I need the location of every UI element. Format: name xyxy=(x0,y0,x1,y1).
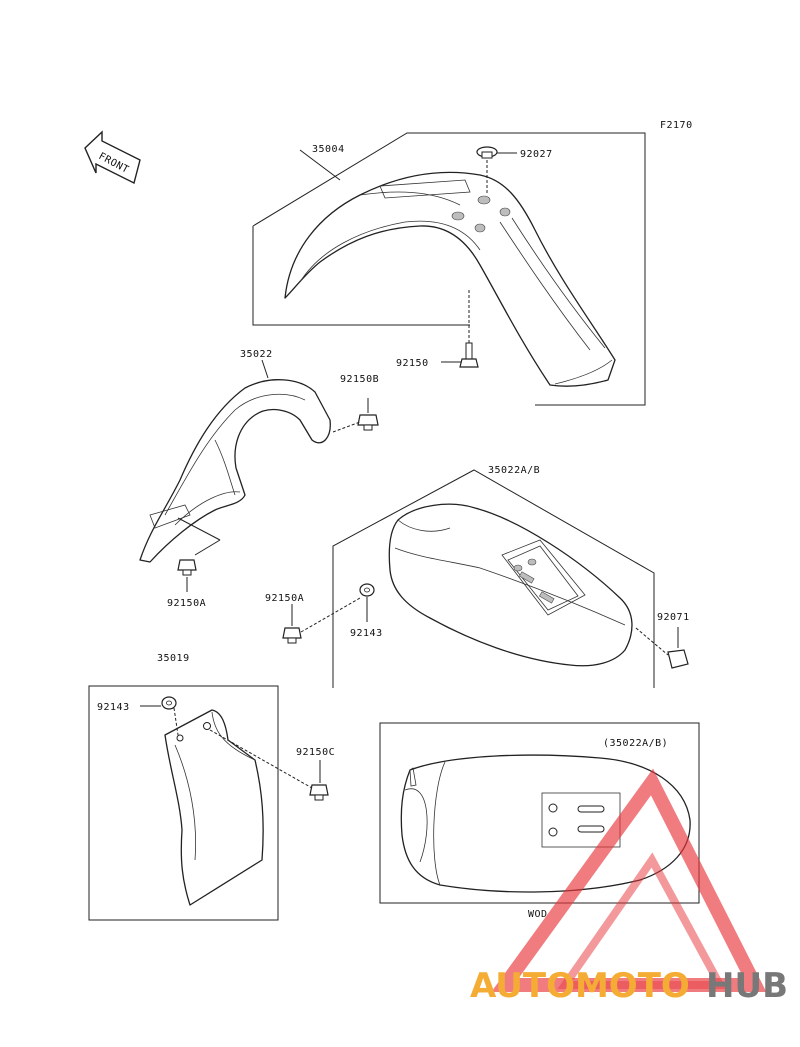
washer-icon xyxy=(161,696,177,710)
part-label-92150A-upper: 92150A xyxy=(167,598,206,609)
inset-box xyxy=(379,722,700,904)
inset-sub-label: WOD xyxy=(528,909,548,920)
box-line xyxy=(332,469,655,688)
part-label-92150C: 92150C xyxy=(296,747,335,758)
box-line xyxy=(252,132,646,406)
bolt-icon xyxy=(459,342,479,368)
grommet-icon xyxy=(476,146,498,159)
part-label-92150: 92150 xyxy=(396,358,429,369)
front-arrow-icon: FRONT xyxy=(84,130,141,185)
inset-caption: (35022A/B) xyxy=(603,738,668,749)
bolt-icon xyxy=(309,784,329,801)
mud-flap xyxy=(164,709,264,906)
part-label-92150B: 92150B xyxy=(340,374,379,385)
part-label-35022AB: 35022A/B xyxy=(488,465,540,476)
logo-text-orange: AUTOMOTO xyxy=(470,966,690,1006)
part-label-92143-lower: 92143 xyxy=(97,702,130,713)
washer-icon xyxy=(359,583,375,597)
bolt-icon xyxy=(282,627,302,644)
part-label-92071: 92071 xyxy=(657,612,690,623)
part-label-92027: 92027 xyxy=(520,149,553,160)
part-label-35022: 35022 xyxy=(240,349,273,360)
box-line xyxy=(252,226,470,326)
rear-fender xyxy=(388,503,633,667)
figure-code: F2170 xyxy=(660,120,693,131)
rear-fender-top-view xyxy=(400,754,691,893)
part-label-92150A-lower: 92150A xyxy=(265,593,304,604)
logo-text-gray: HUB xyxy=(706,966,788,1006)
rear-fender-inner xyxy=(139,379,331,563)
grommet-icon xyxy=(667,649,689,669)
automotohub-logo: AUTOMOTO HUB xyxy=(470,768,788,1006)
front-fender xyxy=(284,171,616,387)
bolt-icon xyxy=(177,559,197,576)
part-label-35004: 35004 xyxy=(312,144,345,155)
box-35019 xyxy=(88,685,279,921)
part-label-35019: 35019 xyxy=(157,653,190,664)
part-label-92143-upper: 92143 xyxy=(350,628,383,639)
bolt-icon xyxy=(357,414,379,431)
